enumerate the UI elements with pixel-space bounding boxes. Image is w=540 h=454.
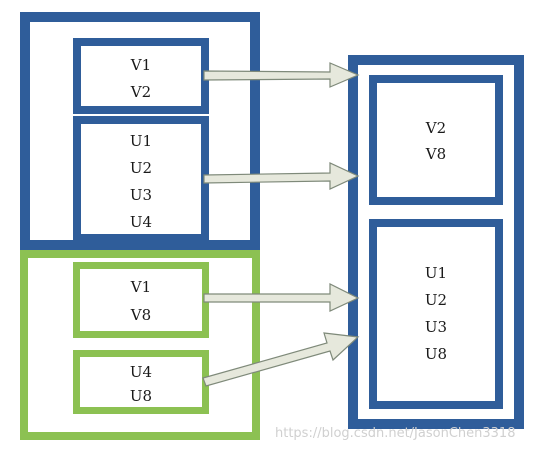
- box-line: U1: [129, 132, 153, 150]
- box-line: U2: [424, 291, 448, 309]
- box-line: U2: [129, 159, 153, 177]
- green-v-box: V1 V8: [73, 262, 209, 338]
- box-line: U8: [129, 387, 153, 405]
- right-v-box: V2 V8: [369, 75, 503, 205]
- watermark-text: https://blog.csdn.net/JasonChen3318: [275, 426, 516, 441]
- box-line: V1: [130, 56, 152, 74]
- arrow-blue-u-to-right-v: [203, 162, 360, 190]
- box-line: V2: [425, 119, 447, 137]
- blue-v-box: V1 V2: [73, 38, 209, 114]
- box-line: V1: [130, 278, 152, 296]
- right-u-box: U1 U2 U3 U8: [369, 219, 503, 409]
- box-line: U3: [129, 186, 153, 204]
- box-line: U4: [129, 363, 153, 381]
- green-u-box: U4 U8: [73, 350, 209, 414]
- arrow-green-v-to-right-u: [203, 283, 360, 312]
- blue-u-box: U1 U2 U3 U4: [73, 116, 209, 242]
- box-line: U8: [424, 345, 448, 363]
- box-line: V8: [425, 145, 447, 163]
- box-line: U4: [129, 213, 153, 231]
- box-line: V8: [130, 306, 152, 324]
- box-line: V2: [130, 83, 152, 101]
- box-line: U3: [424, 318, 448, 336]
- arrow-blue-v-to-right-v: [203, 62, 360, 88]
- box-line: U1: [424, 264, 448, 282]
- arrow-green-u-to-right-u: [202, 332, 360, 387]
